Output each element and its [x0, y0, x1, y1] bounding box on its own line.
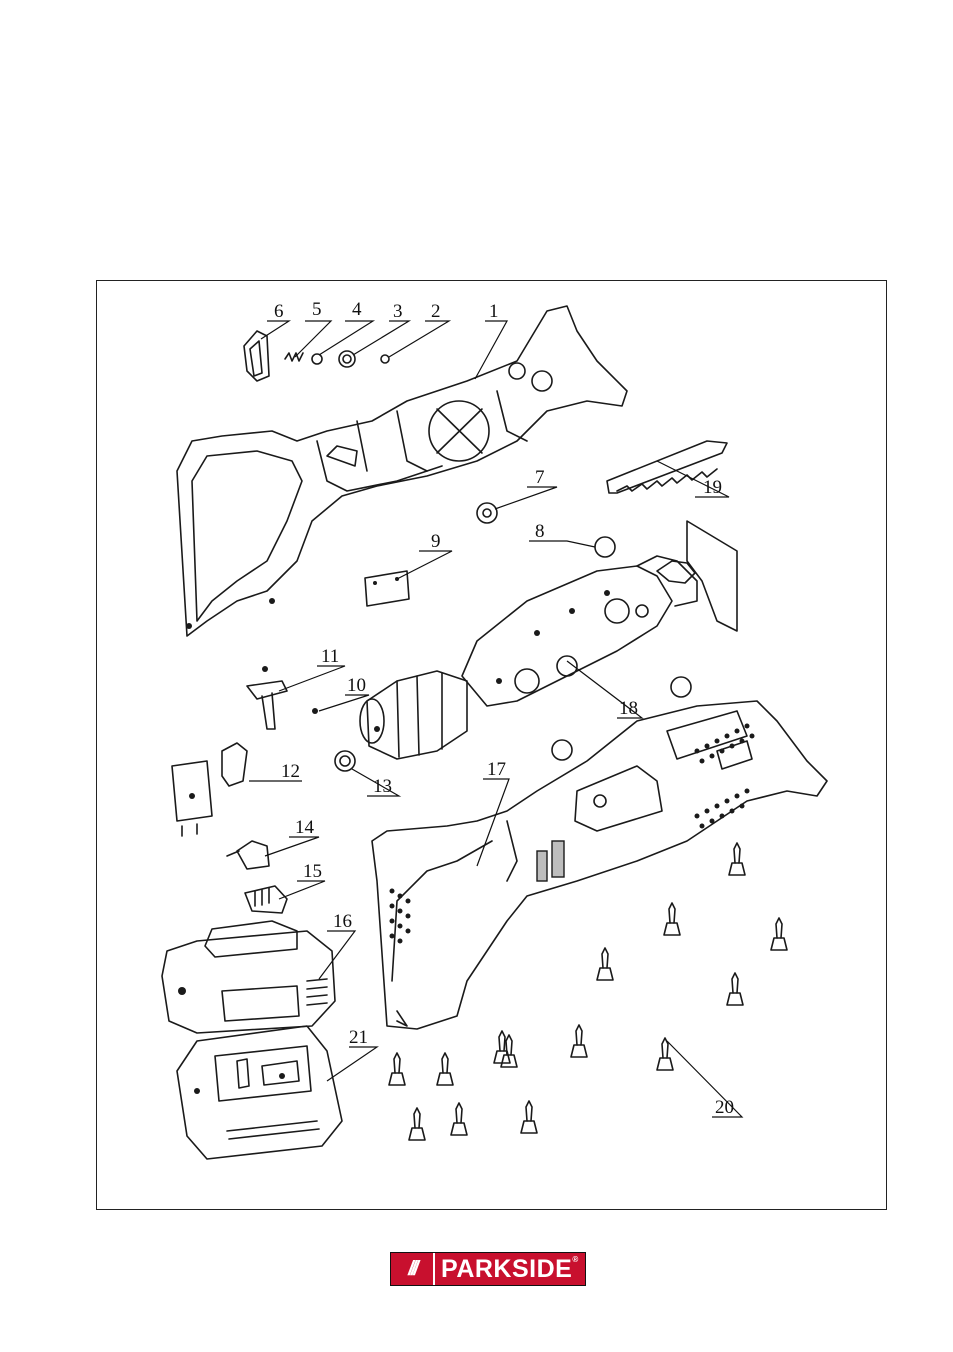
label-10: 10 — [347, 675, 366, 696]
label-2: 2 — [431, 301, 441, 322]
exploded-parts-diagram: 1 2 3 4 5 6 7 8 9 10 11 12 13 14 15 16 1… — [161, 299, 828, 1160]
part-13-bearing-ring-inner — [339, 755, 351, 767]
part-17-outer-housing — [371, 700, 828, 1030]
label-7: 7 — [535, 467, 545, 488]
part-9-board — [364, 570, 410, 607]
label-6: 6 — [274, 301, 284, 322]
label-5: 5 — [312, 299, 322, 320]
motor — [359, 670, 468, 760]
label-4: 4 — [352, 299, 362, 320]
part-labels: 1 2 3 4 5 6 7 8 9 10 11 12 13 14 15 16 1… — [274, 299, 734, 1118]
label-1: 1 — [489, 301, 499, 322]
part-2-nut — [380, 354, 390, 364]
part-5-spring — [284, 352, 304, 362]
label-13: 13 — [373, 776, 392, 797]
part-13-bearing-ring — [334, 750, 356, 772]
part-19-saw-blade — [606, 440, 728, 494]
label-20: 20 — [715, 1097, 734, 1118]
label-9: 9 — [431, 531, 441, 552]
label-3: 3 — [393, 301, 403, 322]
label-11: 11 — [321, 646, 339, 667]
part-6-cover — [243, 330, 270, 382]
label-8: 8 — [535, 521, 545, 542]
part-4-washer — [311, 353, 323, 365]
logo-text: PARKSIDE — [441, 1254, 573, 1283]
label-16: 16 — [333, 911, 352, 932]
leader-lines — [249, 320, 744, 1118]
part-10-screw — [312, 708, 318, 714]
label-17: 17 — [487, 759, 506, 780]
part-14-terminal — [226, 840, 270, 870]
part-3-ring-inner — [342, 354, 352, 364]
label-15: 15 — [303, 861, 322, 882]
label-14: 14 — [295, 817, 315, 838]
part-11-lock-button — [246, 666, 288, 730]
label-18: 18 — [619, 698, 638, 719]
part-20-screws — [388, 842, 788, 1141]
parkside-logo: /// PARKSIDE ® — [390, 1252, 586, 1286]
housing-shell — [176, 305, 628, 637]
logo-brand-name: PARKSIDE ® — [433, 1253, 585, 1285]
part-8-bearing — [594, 536, 616, 558]
label-21: 21 — [349, 1027, 368, 1048]
part-7-bearing-inner — [482, 508, 492, 518]
part-3-ring — [338, 350, 356, 368]
diagram-frame: 1 2 3 4 5 6 7 8 9 10 11 12 13 14 15 16 1… — [96, 280, 887, 1210]
bearing-b — [551, 739, 573, 761]
registered-mark: ® — [572, 1255, 579, 1264]
part-18-gearbox — [461, 520, 738, 707]
label-19: 19 — [703, 477, 722, 498]
part-12-switch — [171, 742, 248, 837]
part-16-battery — [161, 920, 336, 1034]
part-15-connector — [244, 885, 288, 914]
part-21-charger — [176, 1025, 343, 1160]
label-12: 12 — [281, 761, 300, 782]
logo-stripes: /// — [391, 1253, 433, 1285]
part-7-bearing — [476, 502, 498, 524]
bearing-a — [670, 676, 692, 698]
